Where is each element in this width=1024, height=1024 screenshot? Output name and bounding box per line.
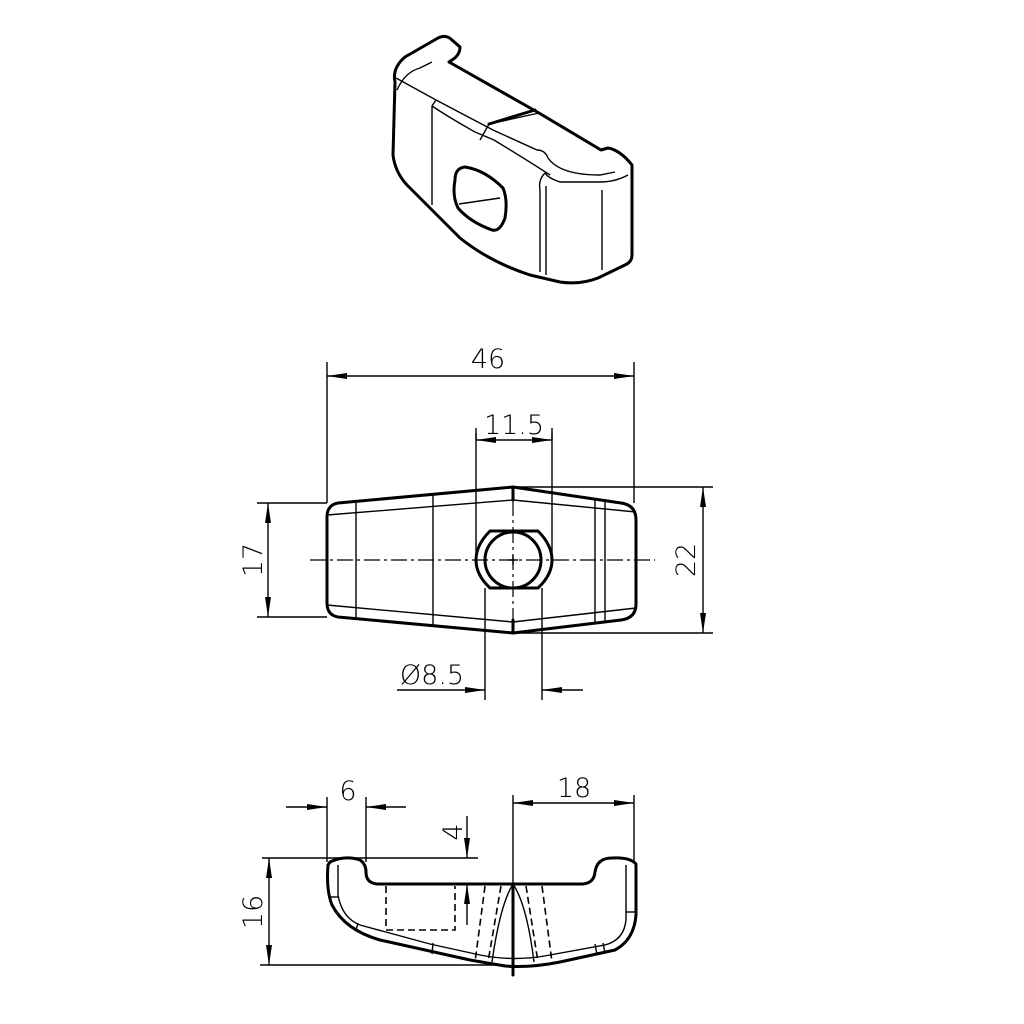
front-view-dimensions: 6 4 18 16 <box>238 773 635 966</box>
isometric-view <box>391 34 634 285</box>
slot-outline <box>474 529 554 590</box>
dim-center-height: 22 <box>671 543 702 577</box>
bore-circle <box>483 530 543 590</box>
dim-half-length: 18 <box>557 773 591 804</box>
dim-hole-diameter: Ø8.5 <box>400 660 464 691</box>
front-view <box>326 795 638 977</box>
dim-overall-height: 16 <box>238 895 269 929</box>
dim-slot-width: 11.5 <box>484 410 544 441</box>
dim-end-height: 17 <box>238 543 269 577</box>
top-view <box>310 433 655 700</box>
dim-lip-width: 6 <box>339 776 356 807</box>
dim-recess-depth: 4 <box>438 823 469 840</box>
dim-overall-length: 46 <box>471 344 505 375</box>
top-view-dimensions: 46 11.5 17 22 Ø8.5 <box>238 344 713 693</box>
